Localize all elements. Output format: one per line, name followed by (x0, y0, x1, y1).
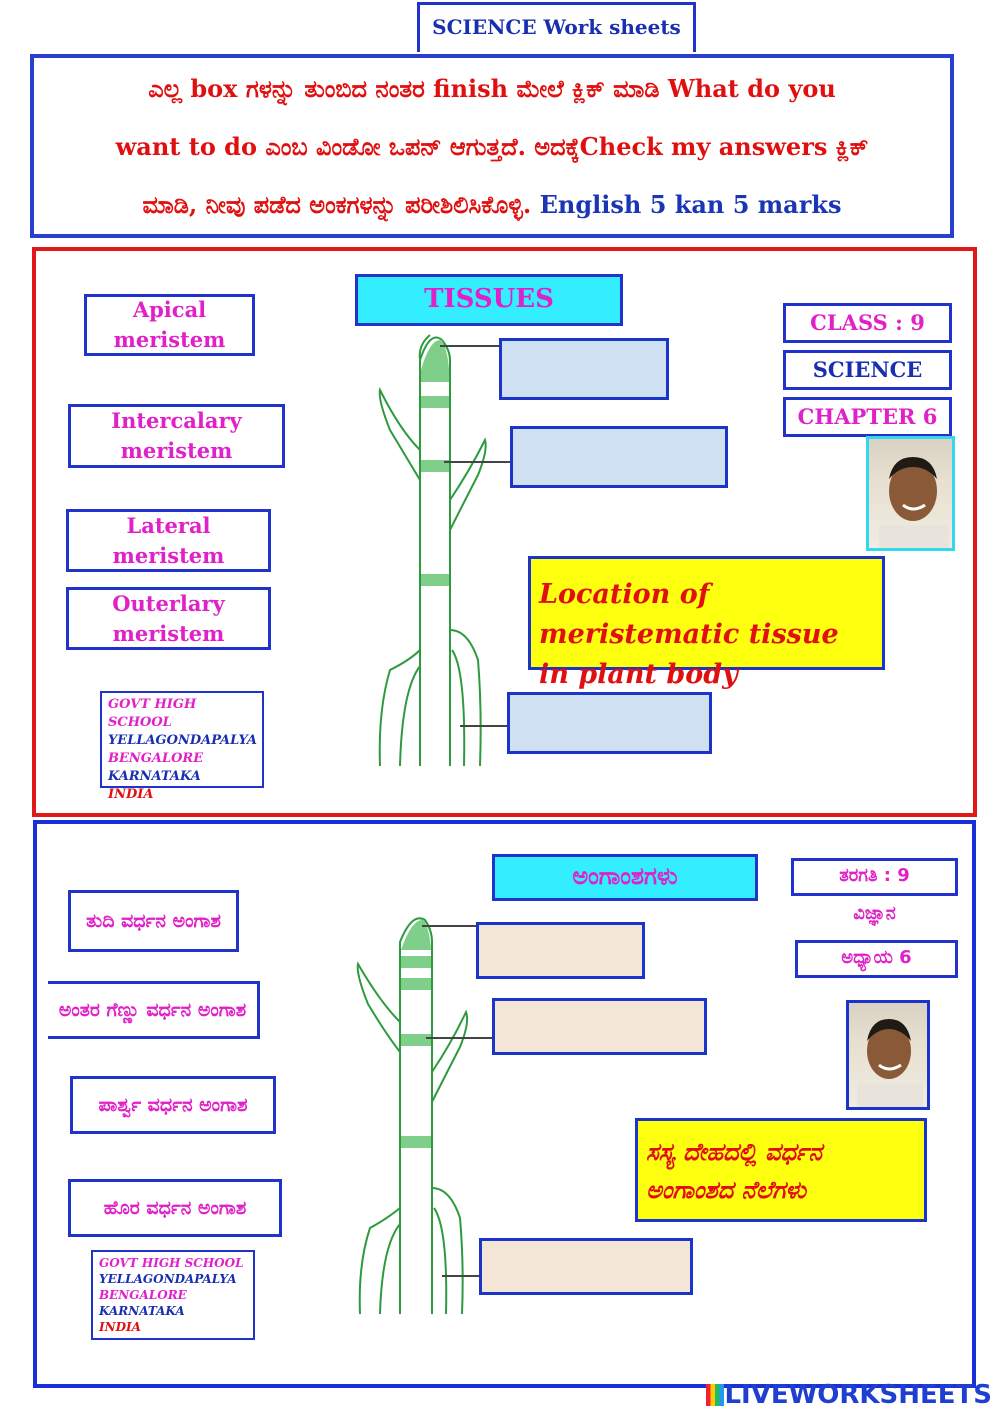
k-subject-label: ವಿಜ್ಞಾನ (853, 903, 896, 924)
band-k-3 (401, 1034, 431, 1046)
instructions-line-3: ಮಾಡಿ, ನೀವು ಪಡೆದ ಅಂಕಗಳನ್ನು ಪರೀಶಿಲಿಸಿಕೊಳ್ಳ… (34, 176, 950, 234)
label-k-apical-text: ತುದಿ ವರ್ಧನ ಅಂಗಾಶ (86, 910, 221, 932)
teacher-photo-k (846, 1000, 930, 1110)
school-k-line-5: INDIA (99, 1320, 141, 1334)
instructions-marks: English 5 kan 5 marks (531, 190, 842, 219)
label-apical-meristem[interactable]: Apical meristem (84, 294, 255, 356)
school-line-3: BENGALORE (108, 751, 204, 766)
school-k-line-2: YELLAGONDAPALYA (99, 1272, 237, 1286)
liveworksheets-logo-icon (706, 1384, 725, 1406)
instructions-box: ಎಲ್ಲ box ಗಳನ್ನು ತುಂಬಿದ ನಂತರ finish ಮೇಲೆ … (30, 54, 954, 238)
label-intercalary-meristem[interactable]: Intercalary meristem (68, 404, 285, 468)
label-k-lateral[interactable]: ಪಾರ್ಶ್ವ ವರ್ಧನ ಅಂಗಾಶ (70, 1076, 276, 1134)
answer-box-k-1[interactable] (476, 922, 645, 979)
instructions-line-1: ಎಲ್ಲ box ಗಳನ್ನು ತುಂಬಿದ ನಂತರ finish ಮೇಲೆ … (148, 74, 836, 103)
school-line-1: GOVT HIGH SCHOOL (108, 697, 197, 730)
meristem-band-2 (421, 396, 449, 408)
k-class-label: ತರಗತಿ : 9 (791, 858, 958, 896)
label-lateral-meristem[interactable]: Lateral meristem (66, 509, 271, 572)
caption-english: Location of meristematic tissue in plant… (528, 556, 885, 690)
school-line-4: KARNATAKA (108, 769, 201, 784)
label-k-intercalary[interactable]: ಅಂತರ ಗೆಣ್ಣು ವರ್ಧನ ಅಂಗಾಶ (48, 981, 260, 1039)
label-apical-meristem-text: Apical meristem (113, 297, 226, 352)
chapter-label: CHAPTER 6 (783, 397, 952, 437)
label-k-outer[interactable]: ಹೊರ ವರ್ಧನ ಅಂಗಾಶ (68, 1179, 282, 1237)
answer-box-1[interactable] (499, 338, 669, 400)
meristem-band-4 (421, 574, 449, 586)
kannada-heading: ಅಂಗಾಂಶಗಳು (492, 854, 758, 901)
plant-diagram-english (378, 334, 510, 766)
teacher-photo (866, 436, 955, 551)
kannada-section (33, 820, 976, 1388)
teacher-portrait-icon (879, 457, 949, 548)
band-k-1 (401, 956, 431, 968)
plant-diagram-kannada (356, 917, 492, 1314)
school-info-english: GOVT HIGH SCHOOL YELLAGONDAPALYA BENGALO… (100, 691, 264, 802)
shoot-tip (421, 339, 449, 370)
label-k-lateral-text: ಪಾರ್ಶ್ವ ವರ್ಧನ ಅಂಗಾಶ (98, 1094, 248, 1116)
tissues-heading: TISSUES (355, 274, 623, 326)
instructions-line-3-red: ಮಾಡಿ, ನೀವು ಪಡೆದ ಅಂಕಗಳನ್ನು ಪರೀಶಿಲಿಸಿಕೊಳ್ಳ… (142, 190, 532, 219)
band-k-4 (401, 1136, 431, 1148)
worksheet-title: SCIENCE Work sheets (417, 2, 696, 52)
band-k-2 (401, 978, 431, 990)
shoot-tip-k (401, 919, 431, 950)
meristem-band-3 (421, 460, 449, 472)
school-k-line-3: BENGALORE (99, 1288, 187, 1302)
label-outerlary-meristem-text: Outerlary meristem (112, 590, 225, 646)
school-k-line-1: GOVT HIGH SCHOOL (99, 1256, 244, 1270)
label-lateral-meristem-text: Lateral meristem (112, 512, 225, 568)
meristem-band-1 (421, 370, 449, 382)
k-chapter-label: ಅಧ್ಯಾಯ 6 (795, 940, 958, 978)
label-k-apical[interactable]: ತುದಿ ವರ್ಧನ ಅಂಗಾಶ (68, 890, 239, 952)
caption-kannada: ಸಸ್ಯ ದೇಹದಲ್ಲಿ ವರ್ಧನ ಅಂಗಾಂಶದ ನೆಲೆಗಳು (635, 1118, 927, 1222)
answer-box-2[interactable] (510, 426, 728, 488)
instructions-line-2: want to do ಎಂಬ ವಿಂಡೋ ಒಪನ್ ಆಗುತ್ತದೆ. ಅದಕ್… (115, 132, 869, 161)
liveworksheets-logo: LIVEWORKSHEETS (706, 1380, 992, 1410)
class-label: CLASS : 9 (783, 303, 952, 343)
teacher-portrait-icon-k (857, 1019, 923, 1107)
school-line-2: YELLAGONDAPALYA (108, 733, 257, 748)
label-k-intercalary-text: ಅಂತರ ಗೆಣ್ಣು ವರ್ಧನ ಅಂಗಾಶ (58, 999, 247, 1021)
label-intercalary-meristem-text: Intercalary meristem (111, 408, 242, 463)
subject-label: SCIENCE (783, 350, 952, 390)
school-line-5: INDIA (108, 787, 154, 802)
liveworksheets-logo-text: LIVEWORKSHEETS (724, 1380, 992, 1410)
answer-box-k-2[interactable] (492, 998, 707, 1055)
label-outerlary-meristem[interactable]: Outerlary meristem (66, 587, 271, 650)
answer-box-k-3[interactable] (479, 1238, 693, 1295)
label-k-outer-text: ಹೊರ ವರ್ಧನ ಅಂಗಾಶ (103, 1197, 247, 1219)
school-k-line-4: KARNATAKA (99, 1304, 185, 1318)
school-info-kannada: GOVT HIGH SCHOOL YELLAGONDAPALYA BENGALO… (91, 1250, 255, 1340)
english-section (32, 247, 977, 817)
answer-box-3[interactable] (507, 692, 712, 754)
